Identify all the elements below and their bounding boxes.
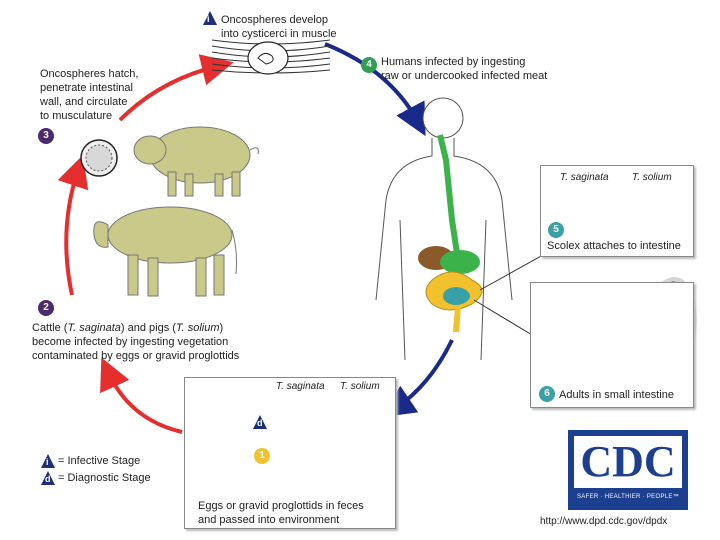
infective-stage-icon [202,10,218,26]
human-illustration [376,98,552,360]
cow-illustration [94,207,237,296]
cdc-logo-text: CDC [574,436,682,488]
eggs-text-line1: Eggs or gravid proglottids in feces [198,500,364,513]
stage-5-caption: Scolex attaches to intestine [547,240,681,253]
stage-1-text-line2: into cysticerci in muscle [221,28,337,41]
eggs-stage-badge: 1 [254,448,270,464]
muscle-cysticercus-illustration [212,40,330,74]
stage-2-text-line2: become infected by ingesting vegetation [32,336,228,349]
oncosphere-illustration [81,140,117,176]
stage-3-text-line2: penetrate intestinal [40,82,133,95]
cdc-logo-tagline: SAFER · HEALTHIER · PEOPLE™ [568,494,688,500]
eggs-species-1: T. saginata [276,380,325,393]
stage-1-text-line1: Oncospheres develop [221,14,328,27]
stage-2-badge: 2 [38,300,54,316]
stage-4-text-line2: raw or undercooked infected meat [381,70,547,83]
stage-5-species-1: T. saginata [560,171,609,184]
eggs-text-line2: and passed into environment [198,514,339,527]
legend-diagnostic-symbol: d [45,473,51,486]
arrow-eggs-to-2 [108,372,182,432]
legend-infective-label: = Infective Stage [58,455,140,468]
stage-5-badge: 5 [548,222,564,238]
stage-4-text-line1: Humans infected by ingesting [381,56,525,69]
pig-illustration [134,127,258,196]
stage-2-text-line1: Cattle (T. saginata) and pigs (T. solium… [32,322,223,335]
eggs-diagnostic-label: d [257,417,263,430]
eggs-species-2: T. solium [340,380,380,393]
stage-5-species-2: T. solium [632,171,672,184]
stage-3-badge: 3 [38,128,54,144]
stage-6-caption: Adults in small intestine [559,389,674,402]
cdc-logo: CDC SAFER · HEALTHIER · PEOPLE™ [568,430,688,510]
stage-4-badge: 4 [361,57,377,73]
stage-2-text-line3: contaminated by eggs or gravid proglotti… [32,350,239,363]
digestive-tract [440,135,458,260]
legend-infective-symbol: i [46,456,49,469]
legend-diagnostic-label: = Diagnostic Stage [58,472,151,485]
stage-3-text-line3: wall, and circulate [40,96,127,109]
arrow-2-to-3 [66,170,78,295]
cdc-url: http://www.dpd.cdc.gov/dpdx [540,516,667,527]
stage-1-badge: i [207,13,210,26]
stage-3-text-line1: Oncospheres hatch, [40,68,138,81]
stage-6-badge: 6 [539,386,555,402]
stage-3-text-line4: to musculature [40,110,112,123]
